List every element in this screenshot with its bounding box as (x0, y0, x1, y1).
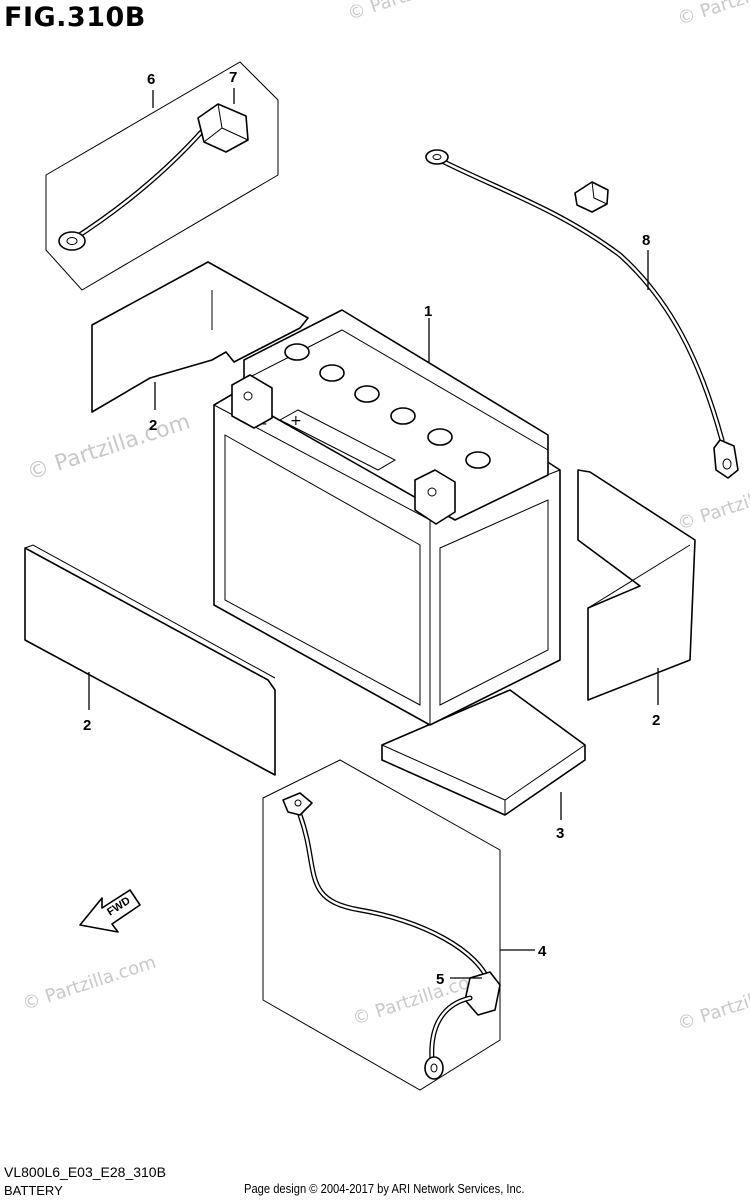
part-6-7-lead-assembly (45, 61, 279, 291)
callout-1: 1 (424, 303, 432, 320)
diagram-code: VL800L6_E03_E28_310B (4, 1164, 166, 1180)
callout-labels: 1 2 2 2 3 4 5 6 7 8 (83, 69, 660, 988)
callout-6: 6 (147, 71, 155, 88)
callout-leaders (88, 88, 659, 979)
part-3-base-pad (381, 689, 586, 816)
watermark-mid-right: © Partzilla.com (675, 472, 750, 535)
callout-4: 4 (538, 943, 547, 960)
watermark-lower-right: © Partzilla.com (675, 972, 750, 1035)
fwd-direction-arrow: FWD (79, 889, 141, 933)
watermark-top-right: © Partzilla.com (345, 0, 484, 25)
battery-negative-terminal: - (231, 374, 273, 432)
section-name: BATTERY (4, 1183, 63, 1198)
callout-3: 3 (556, 825, 564, 842)
figure-title: FIG.310B (4, 2, 146, 33)
battery-positive-terminal: + (290, 413, 456, 525)
watermark-top-far-right: © Partzilla.com (675, 0, 750, 30)
callout-7: 7 (229, 69, 237, 86)
part-4-5-lead-assembly (262, 759, 501, 1091)
callout-2-lower-left: 2 (83, 717, 91, 734)
page-credit: Page design © 2004-2017 by ARI Network S… (244, 1181, 525, 1196)
part-2-pads (24, 261, 696, 776)
negative-mark: - (262, 416, 267, 432)
callout-2-upper-left: 2 (149, 417, 157, 434)
part-8-lead-wire (425, 149, 739, 479)
watermark-lower-left: © Partzilla.com (20, 952, 159, 1015)
positive-mark: + (290, 413, 302, 429)
callout-2-right: 2 (652, 712, 660, 729)
watermark-main: © Partzilla.com (24, 409, 193, 485)
battery-cell-caps (284, 343, 491, 469)
callout-5: 5 (436, 971, 444, 988)
part-1-battery: - + (213, 309, 561, 726)
callout-8: 8 (642, 232, 650, 249)
